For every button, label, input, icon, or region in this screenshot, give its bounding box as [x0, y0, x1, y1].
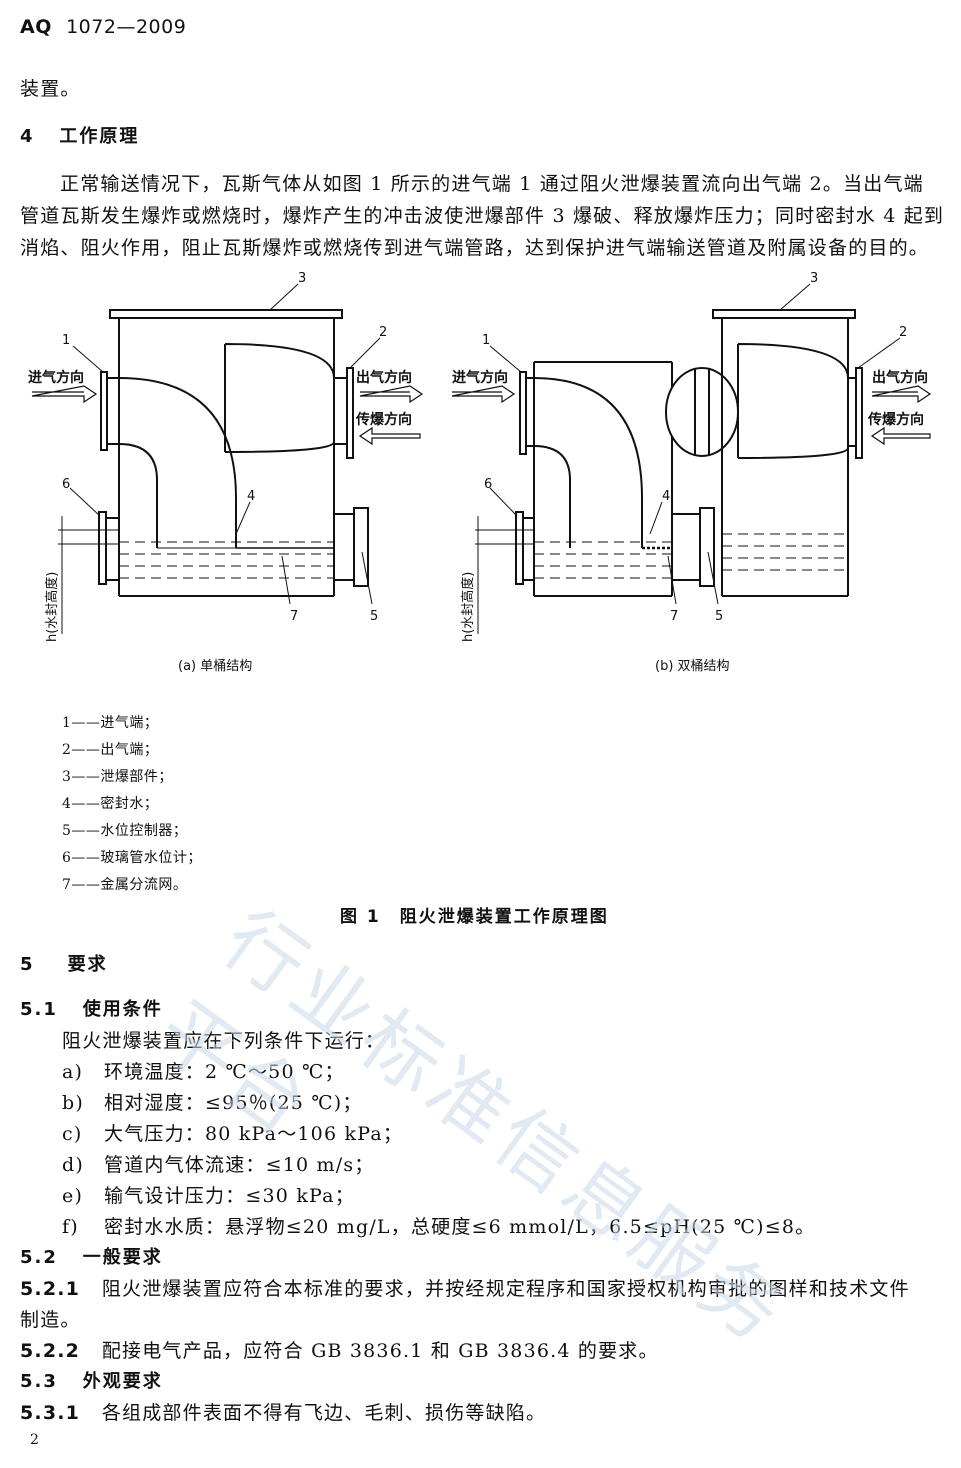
condition-item: c) 大气压力：80 kPa～106 kPa； — [62, 1119, 403, 1146]
clause-number: 5.3.1 — [20, 1402, 81, 1424]
section-5-3-heading: 5.3 外观要求 — [20, 1367, 163, 1393]
item-text: 密封水水质：悬浮物≤20 mg/L，总硬度≤6 mmol/L，6.5≤pH(25… — [104, 1216, 816, 1238]
inlet-direction-label-b: 进气方向 — [452, 369, 508, 386]
section-title: 工作原理 — [59, 126, 140, 147]
callout-6-b: 6 — [484, 477, 492, 492]
legend-item: 2——出气端； — [62, 742, 159, 758]
item-label: d) — [62, 1154, 84, 1176]
item-text: 输气设计压力：≤30 kPa； — [104, 1185, 355, 1207]
callout-3-a: 3 — [298, 271, 306, 286]
figure-1-diagram: 进气方向 出气方向 传爆方向 进气方向 出气方向 传爆方向 1 2 3 4 5 … — [28, 271, 932, 674]
section-5-1-heading: 5.1 使用条件 — [20, 995, 163, 1021]
standard-prefix: AQ — [20, 16, 52, 38]
section-number: 4 — [20, 126, 35, 147]
condition-item: d) 管道内气体流速：≤10 m/s； — [62, 1150, 375, 1177]
condition-item: e) 输气设计压力：≤30 kPa； — [62, 1181, 355, 1208]
section-4-para-line: 消焰、阻火作用，阻止瓦斯爆炸或燃烧传到进气端管路，达到保护进气端输送管道及附属设… — [20, 237, 930, 259]
clause-5-2-1: 5.2.1 阻火泄爆装置应符合本标准的要求，并按经规定程序和国家授权机构审批的图… — [20, 1274, 910, 1301]
callout-5-a: 5 — [370, 609, 378, 624]
item-label: b) — [62, 1092, 84, 1114]
clause-text: 配接电气产品，应符合 GB 3836.1 和 GB 3836.4 的要求。 — [101, 1340, 659, 1362]
page-number: 2 — [30, 1432, 39, 1448]
item-label: c) — [62, 1123, 83, 1145]
standard-number: 1072—2009 — [66, 16, 187, 38]
double-barrel-structure — [451, 283, 932, 634]
condition-item: f) 密封水水质：悬浮物≤20 mg/L，总硬度≤6 mmol/L，6.5≤pH(… — [62, 1212, 815, 1239]
callout-4-a: 4 — [247, 489, 255, 504]
item-label: f) — [62, 1216, 79, 1238]
single-barrel-structure — [31, 283, 424, 634]
water-seal-height-label-a: h(水封高度) — [44, 572, 60, 642]
clause-number: 5.2.2 — [20, 1340, 81, 1362]
legend-item: 6——玻璃管水位计； — [62, 850, 202, 866]
inlet-direction-label-a: 进气方向 — [28, 369, 84, 386]
legend-item: 7——金属分流网。 — [62, 877, 188, 893]
section-title: 要求 — [67, 954, 108, 975]
figure-title: 图 1 阻火泄爆装置工作原理图 — [340, 907, 609, 927]
standard-code: AQ 1072—2009 — [20, 16, 186, 38]
section-4-para-line: 管道瓦斯发生爆炸或燃烧时，爆炸产生的冲击波使泄爆部件 3 爆破、释放爆炸压力；同… — [20, 205, 945, 227]
clause-5-2-1-continued: 制造。 — [20, 1309, 81, 1331]
callout-6-a: 6 — [62, 477, 70, 492]
caption-a: (a) 单桶结构 — [178, 659, 252, 674]
callout-1-a: 1 — [62, 333, 70, 348]
callout-7-a: 7 — [290, 609, 298, 624]
caption-b: (b) 双桶结构 — [655, 659, 730, 674]
outlet-direction-label-b: 出气方向 — [872, 369, 928, 386]
conditions-intro: 阻火泄爆装置应在下列条件下运行： — [62, 1030, 386, 1052]
clause-text: 阻火泄爆装置应符合本标准的要求，并按经规定程序和国家授权机构审批的图样和技术文件 — [101, 1278, 910, 1300]
section-number: 5 — [20, 954, 35, 975]
section-number: 5.1 — [20, 999, 58, 1020]
section-title: 使用条件 — [82, 999, 163, 1020]
item-text: 相对湿度：≤95％(25 ℃)； — [104, 1092, 363, 1114]
water-seal-height-label-b: h(水封高度) — [460, 572, 476, 642]
callout-1-b: 1 — [482, 333, 490, 348]
outlet-direction-label-a: 出气方向 — [356, 369, 412, 386]
item-label: e) — [62, 1185, 84, 1207]
section-number: 5.3 — [20, 1371, 58, 1392]
section-title: 一般要求 — [82, 1247, 163, 1268]
callout-5-b: 5 — [715, 609, 723, 624]
section-number: 5.2 — [20, 1247, 58, 1268]
legend-item: 1——进气端； — [62, 715, 159, 731]
callout-4-b: 4 — [662, 489, 670, 504]
item-text: 环境温度：2 ℃～50 ℃； — [104, 1061, 345, 1083]
item-text: 管道内气体流速：≤10 m/s； — [104, 1154, 375, 1176]
callout-3-b: 3 — [810, 271, 818, 286]
legend-item: 3——泄爆部件； — [62, 769, 173, 785]
section-title: 外观要求 — [82, 1371, 163, 1392]
section-4-para-line: 正常输送情况下，瓦斯气体从如图 1 所示的进气端 1 通过阻火泄爆装置流向出气端… — [60, 173, 924, 195]
section-4-heading: 4 工作原理 — [20, 122, 139, 148]
clause-5-2-2: 5.2.2 配接电气产品，应符合 GB 3836.1 和 GB 3836.4 的… — [20, 1336, 659, 1363]
callout-2-b: 2 — [899, 325, 907, 340]
section-5-heading: 5 要求 — [20, 950, 108, 976]
callout-7-b: 7 — [670, 609, 678, 624]
section-5-2-heading: 5.2 一般要求 — [20, 1243, 163, 1269]
condition-item: a) 环境温度：2 ℃～50 ℃； — [62, 1057, 345, 1084]
callout-2-a: 2 — [379, 325, 387, 340]
clause-5-3-1: 5.3.1 各组成部件表面不得有飞边、毛刺、损伤等缺陷。 — [20, 1398, 546, 1425]
legend-item: 5——水位控制器； — [62, 823, 188, 839]
propagation-direction-label-b: 传爆方向 — [867, 411, 924, 428]
intro-tail: 装置。 — [20, 78, 81, 100]
propagation-direction-label-a: 传爆方向 — [355, 411, 412, 428]
clause-text: 各组成部件表面不得有飞边、毛刺、损伤等缺陷。 — [101, 1402, 547, 1424]
condition-item: b) 相对湿度：≤95％(25 ℃)； — [62, 1088, 363, 1115]
item-label: a) — [62, 1061, 84, 1083]
item-text: 大气压力：80 kPa～106 kPa； — [104, 1123, 404, 1145]
clause-number: 5.2.1 — [20, 1278, 81, 1300]
legend-item: 4——密封水； — [62, 796, 159, 812]
